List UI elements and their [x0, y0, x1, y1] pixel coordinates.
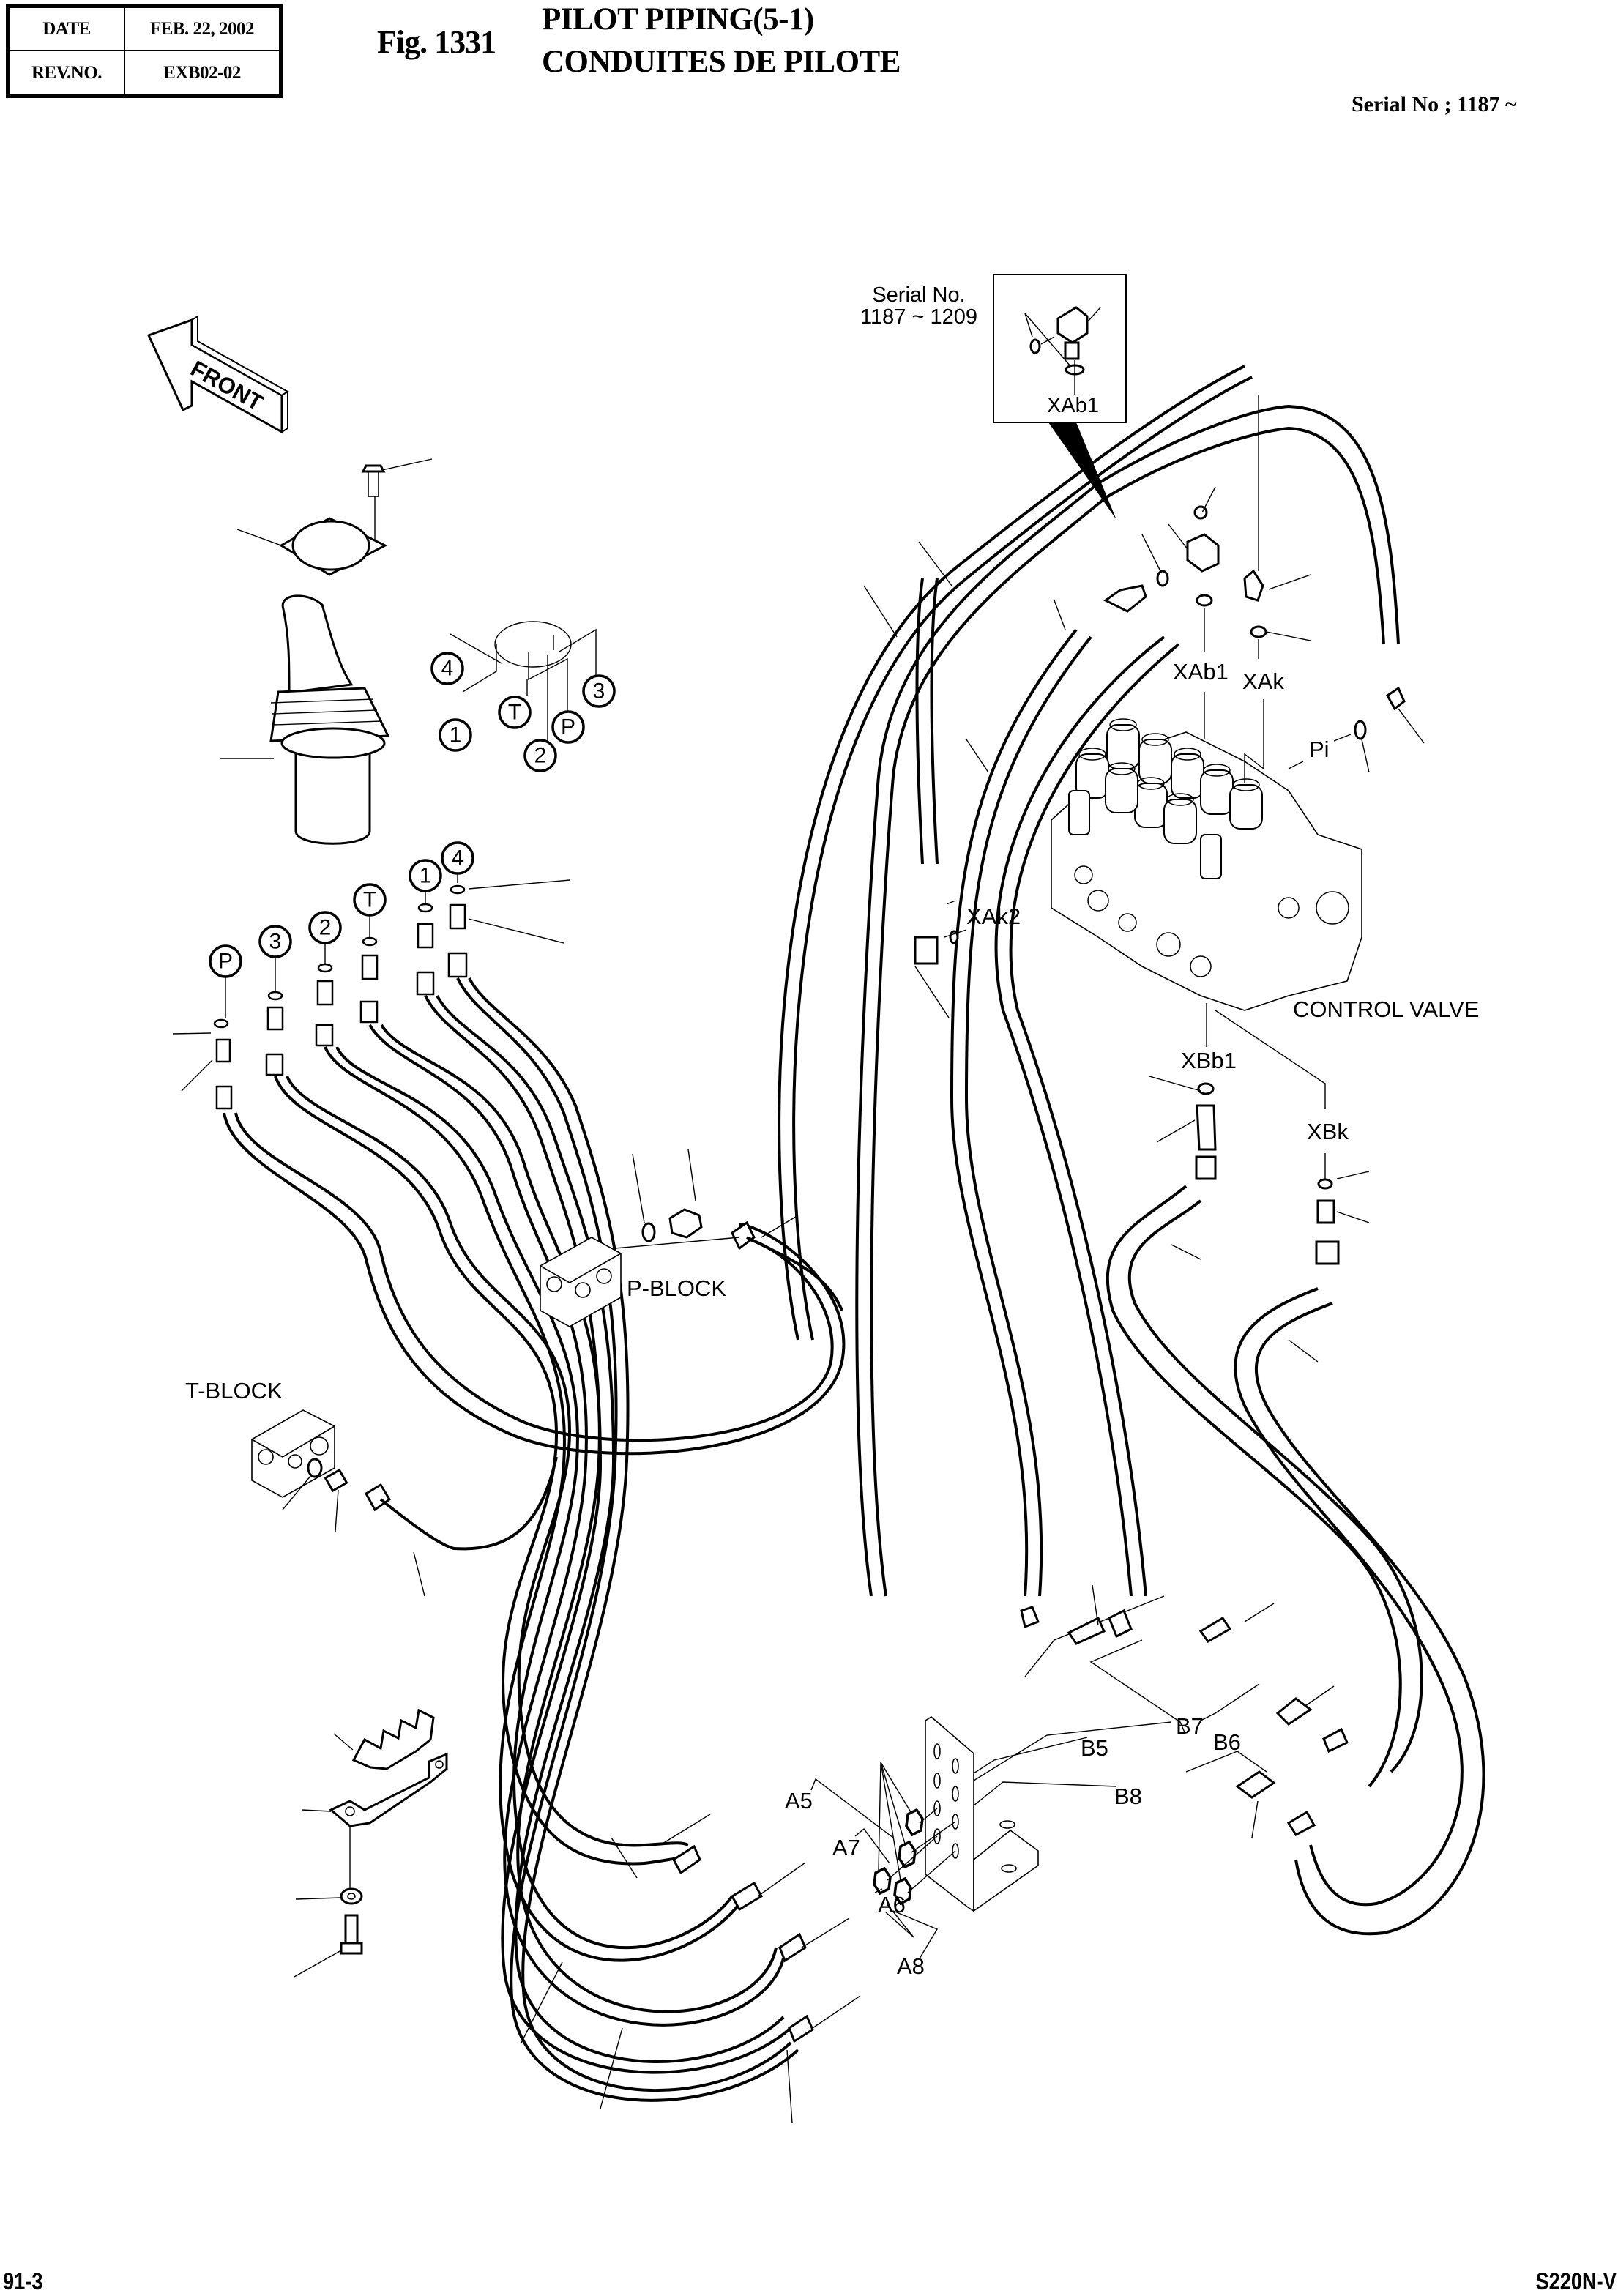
- valve-top-fittings: [1103, 395, 1425, 773]
- port-label-pi: Pi: [1309, 737, 1330, 762]
- t-block: T-BLOCK: [185, 1378, 558, 1597]
- port-label-b6: B6: [1213, 1729, 1241, 1755]
- port-callout-T: T: [353, 883, 387, 917]
- joystick-bolt: [361, 458, 433, 542]
- port-label-xab1: XAb1: [1173, 659, 1229, 685]
- mounting-bracket: [925, 1716, 1039, 1912]
- port-pattern-plate: [450, 621, 597, 747]
- port-callout-4: 4: [441, 841, 474, 875]
- svg-text:T: T: [508, 701, 521, 725]
- port-callout-1: 1: [439, 718, 472, 752]
- date-label: DATE: [10, 8, 125, 51]
- revision-table: DATE FEB. 22, 2002 REV.NO. EXB02-02: [6, 4, 283, 98]
- bracket-nuts: [873, 1808, 924, 1906]
- port-callout-2: 2: [308, 911, 342, 944]
- inset-serial-range: 1187 ~ 1209: [860, 305, 977, 329]
- port-label-a7: A7: [832, 1835, 860, 1860]
- front-arrow-icon: FRONT: [146, 315, 289, 434]
- svg-text:P: P: [561, 715, 575, 739]
- port-label-xak: XAk: [1242, 668, 1284, 694]
- port-label-b7: B7: [1176, 1713, 1204, 1739]
- svg-text:1: 1: [420, 864, 432, 888]
- model-number: S220N-V: [1535, 2268, 1617, 2295]
- t-block-label: T-BLOCK: [185, 1378, 283, 1404]
- control-valve: CONTROL VALVE: [1051, 718, 1479, 1022]
- port-label-a6: A6: [878, 1892, 906, 1917]
- figure-number: Fig. 1331: [377, 24, 496, 60]
- port-label-a5: A5: [785, 1788, 813, 1814]
- port-callout-3: 3: [582, 674, 616, 708]
- inset-serial-label: Serial No.: [872, 283, 965, 307]
- svg-text:T: T: [363, 888, 376, 912]
- serial-inset: XAb1 Serial No. 1187 ~ 1209: [860, 274, 1127, 520]
- bolt: [294, 1914, 363, 1978]
- callout-group-top: 4 1 T P 2 3: [430, 652, 616, 772]
- svg-text:4: 4: [441, 657, 454, 681]
- port-label-b5: B5: [1081, 1735, 1108, 1761]
- port-callout-3: 3: [258, 925, 292, 958]
- port-callout-4: 4: [430, 652, 464, 685]
- svg-text:4: 4: [452, 846, 464, 871]
- valve-lower-fittings: [914, 929, 1370, 1265]
- port-label-xbk: XBk: [1307, 1119, 1349, 1144]
- svg-text:3: 3: [593, 679, 605, 704]
- washer: [295, 1887, 363, 1905]
- port-label-a8: A8: [897, 1953, 925, 1979]
- port-callout-T: T: [498, 696, 532, 729]
- serial-range: Serial No ; 1187 ~: [1352, 92, 1517, 116]
- port-label-xak2: XAk2: [966, 903, 1021, 929]
- bracket-hose-ends: [672, 1844, 814, 2043]
- rev-value: EXB02-02: [163, 62, 241, 83]
- hose-clamp: [333, 1708, 435, 1770]
- svg-text:2: 2: [319, 916, 332, 940]
- rev-label: REV.NO.: [10, 51, 125, 94]
- p-block-label: P-BLOCK: [627, 1275, 726, 1301]
- port-callout-P: P: [209, 944, 242, 978]
- port-callout-P: P: [551, 710, 585, 744]
- svg-text:1: 1: [450, 723, 462, 748]
- title-french: CONDUITES DE PILOTE: [542, 45, 901, 79]
- port-label-b8: B8: [1114, 1783, 1142, 1809]
- title-english: PILOT PIPING(5-1): [542, 2, 814, 37]
- valve-bottom-fittings: [1020, 1584, 1349, 1838]
- svg-text:2: 2: [534, 744, 547, 768]
- control-valve-label: CONTROL VALVE: [1293, 996, 1479, 1022]
- svg-text:P: P: [218, 950, 233, 974]
- svg-text:3: 3: [269, 930, 282, 954]
- port-callout-1: 1: [409, 859, 442, 892]
- inset-port-label: XAb1: [1047, 394, 1099, 417]
- upper-hoses: [778, 365, 1400, 1597]
- joystick-plate: [236, 517, 388, 576]
- page-number: 91-3: [3, 2268, 43, 2295]
- date-value: FEB. 22, 2002: [125, 8, 279, 51]
- callout-group-bottom: P 3 2 T 1 4: [209, 841, 474, 978]
- p-block: P-BLOCK: [540, 1149, 843, 1327]
- port-label-xbb1: XBb1: [1181, 1048, 1237, 1073]
- adapter-fittings: [172, 873, 570, 1110]
- joystick-lever: [220, 594, 390, 845]
- joystick-hose-bundle: [223, 977, 846, 2102]
- valve-side-hoses: [1106, 1185, 1485, 1936]
- clamp-bracket: [301, 1752, 448, 1889]
- port-callout-2: 2: [523, 739, 557, 772]
